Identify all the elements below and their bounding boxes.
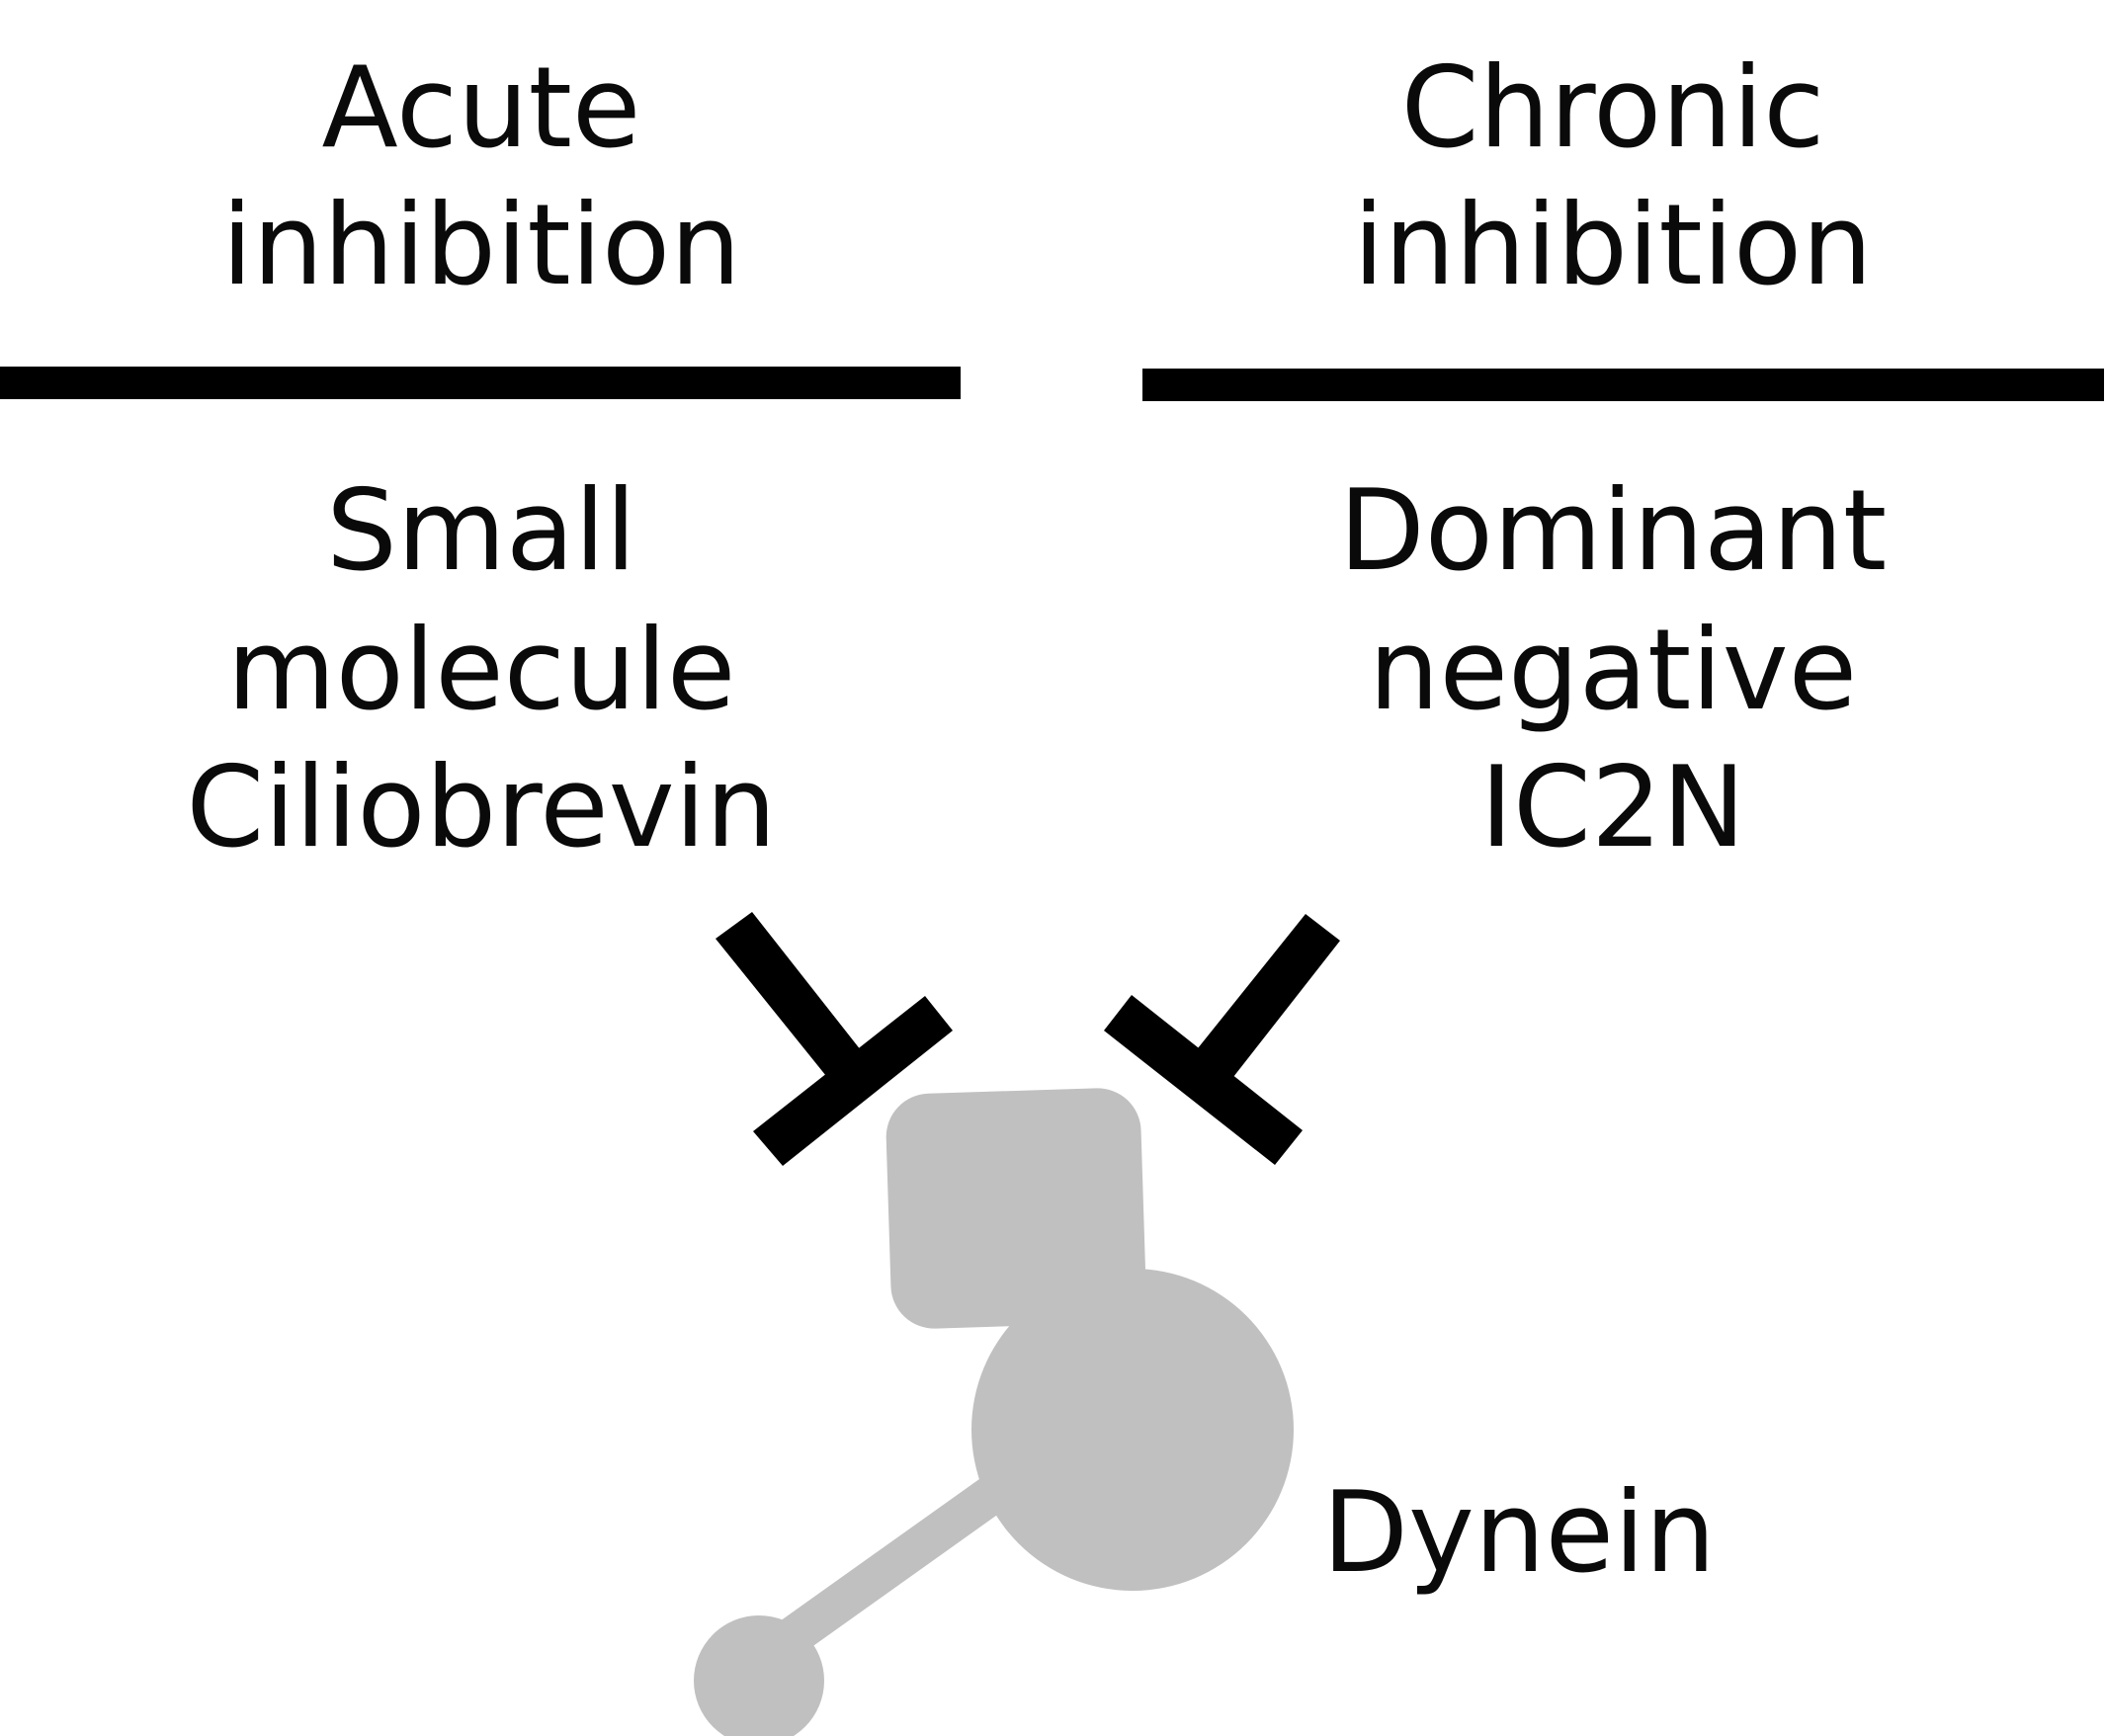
dynein-tail — [885, 1088, 1146, 1329]
acute-agent-line-3: Ciliobrevin — [186, 742, 776, 872]
dynein-label: Dynein — [1322, 1467, 1716, 1598]
dynein-mtbd — [694, 1615, 824, 1736]
dynein-stalk — [749, 1464, 1024, 1675]
dynein-protein: Dynein — [694, 1088, 1716, 1736]
chronic-inhibitor-shaft — [1198, 914, 1340, 1077]
chronic-inhibitor-bar — [1104, 995, 1303, 1165]
chronic-heading-line-1: Chronic — [1401, 42, 1825, 173]
chronic-agent-line-1: Dominant — [1339, 465, 1887, 596]
chronic-divider — [1142, 369, 2104, 401]
acute-inhibitor-bar — [753, 996, 953, 1166]
acute-agent-line-2: molecule — [227, 605, 736, 735]
acute-column: Acute inhibition Small molecule Ciliobre… — [0, 42, 961, 872]
acute-inhibitor-symbol — [716, 912, 953, 1166]
chronic-heading-line-2: inhibition — [1353, 180, 1873, 310]
acute-heading-line-2: inhibition — [221, 180, 741, 310]
dynein-motor-ring — [971, 1269, 1294, 1591]
chronic-agent-line-3: IC2N — [1480, 742, 1746, 872]
acute-heading-line-1: Acute — [322, 42, 641, 173]
acute-inhibitor-shaft — [716, 912, 865, 1081]
acute-agent-line-1: Small — [326, 465, 636, 596]
chronic-column: Chronic inhibition Dominant negative IC2… — [1142, 42, 2104, 872]
chronic-agent-line-2: negative — [1369, 605, 1857, 735]
acute-divider — [0, 367, 961, 399]
chronic-inhibitor-symbol — [1104, 914, 1340, 1165]
